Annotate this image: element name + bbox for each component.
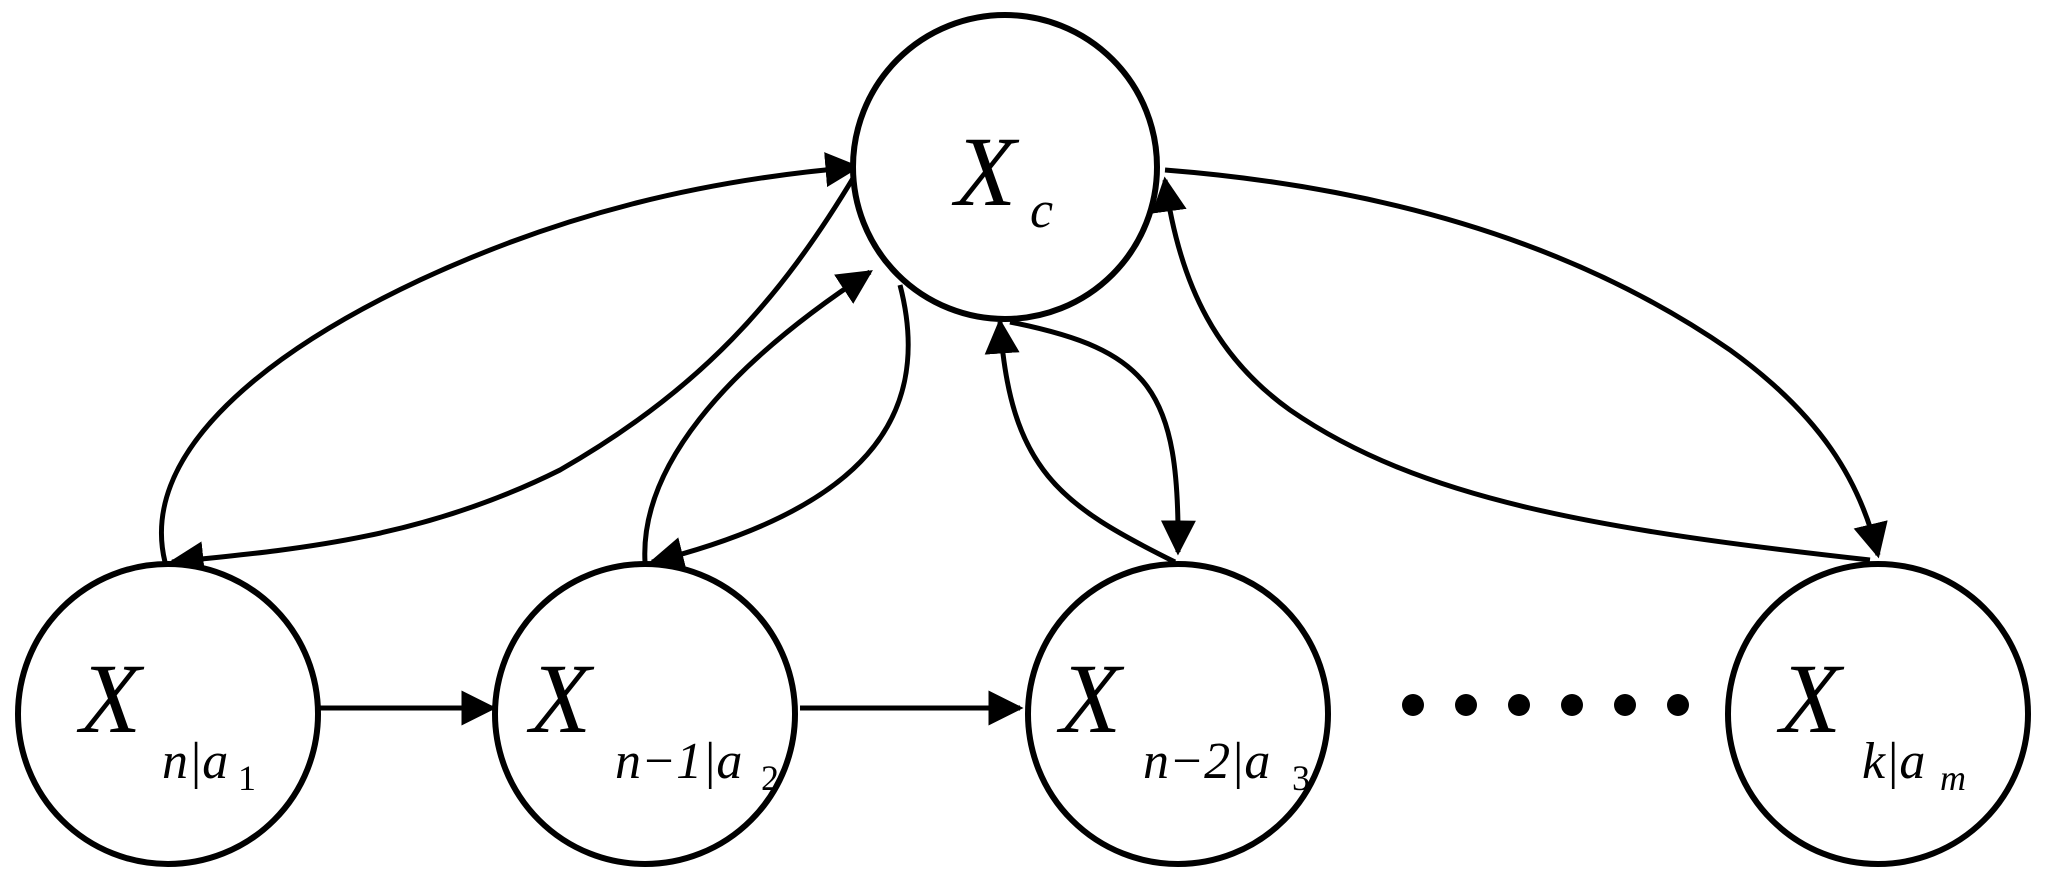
- edge-n2-to-center: [642, 269, 873, 563]
- node-n3-circle: [1025, 561, 1331, 867]
- node-nk-main: X: [1776, 643, 1845, 754]
- node-center-sub: c: [1030, 182, 1053, 239]
- node-center-circle: [850, 12, 1160, 322]
- edge-n1-to-center: [158, 152, 861, 563]
- node-n1: X n|a 1: [15, 561, 321, 867]
- node-nk-circle: [1725, 561, 2031, 867]
- node-n2-main: X: [526, 643, 595, 754]
- edge-center-to-n3: [1009, 319, 1196, 556]
- node-n1-label: X n|a 1: [76, 643, 256, 798]
- ellipsis: [1402, 694, 1689, 716]
- node-center: X c: [850, 12, 1160, 322]
- node-center-main: X: [951, 116, 1020, 227]
- node-n1-subsub: 1: [238, 758, 256, 798]
- node-n2-circle: [492, 561, 798, 867]
- ellipsis-dot: [1667, 694, 1689, 716]
- node-center-label: X c: [951, 116, 1053, 239]
- node-n3: X n−2|a 3: [1025, 561, 1331, 867]
- node-nk-label: X k|a m: [1776, 643, 1966, 798]
- node-nk-sub: k|a: [1862, 733, 1925, 790]
- ellipsis-dot: [1508, 694, 1530, 716]
- ellipsis-dot: [1402, 694, 1424, 716]
- node-n3-sub: n−2|a: [1143, 733, 1270, 790]
- node-n2-sub: n−1|a: [615, 733, 742, 790]
- edge-center-to-n1: [168, 173, 858, 577]
- node-n2: X n−1|a 2: [492, 561, 798, 867]
- edge-center-to-nk: [1164, 167, 1888, 559]
- node-n1-sub: n|a: [162, 733, 228, 790]
- node-n2-label: X n−1|a 2: [526, 643, 779, 798]
- node-n3-main: X: [1056, 643, 1125, 754]
- ellipsis-dot: [1455, 694, 1477, 716]
- node-nk-subsub: m: [1940, 758, 1966, 798]
- ellipsis-dot: [1614, 694, 1636, 716]
- node-n3-subsub: 3: [1292, 758, 1310, 798]
- edge-n3-to-center: [984, 318, 1177, 565]
- edge-center-to-n2: [648, 284, 911, 572]
- node-n2-subsub: 2: [761, 758, 779, 798]
- node-n1-main: X: [76, 643, 145, 754]
- node-nk: X k|a m: [1725, 561, 2031, 867]
- edge-nk-to-center: [1151, 176, 1871, 563]
- node-n3-label: X n−2|a 3: [1056, 643, 1310, 798]
- node-n1-circle: [15, 561, 321, 867]
- ellipsis-dot: [1561, 694, 1583, 716]
